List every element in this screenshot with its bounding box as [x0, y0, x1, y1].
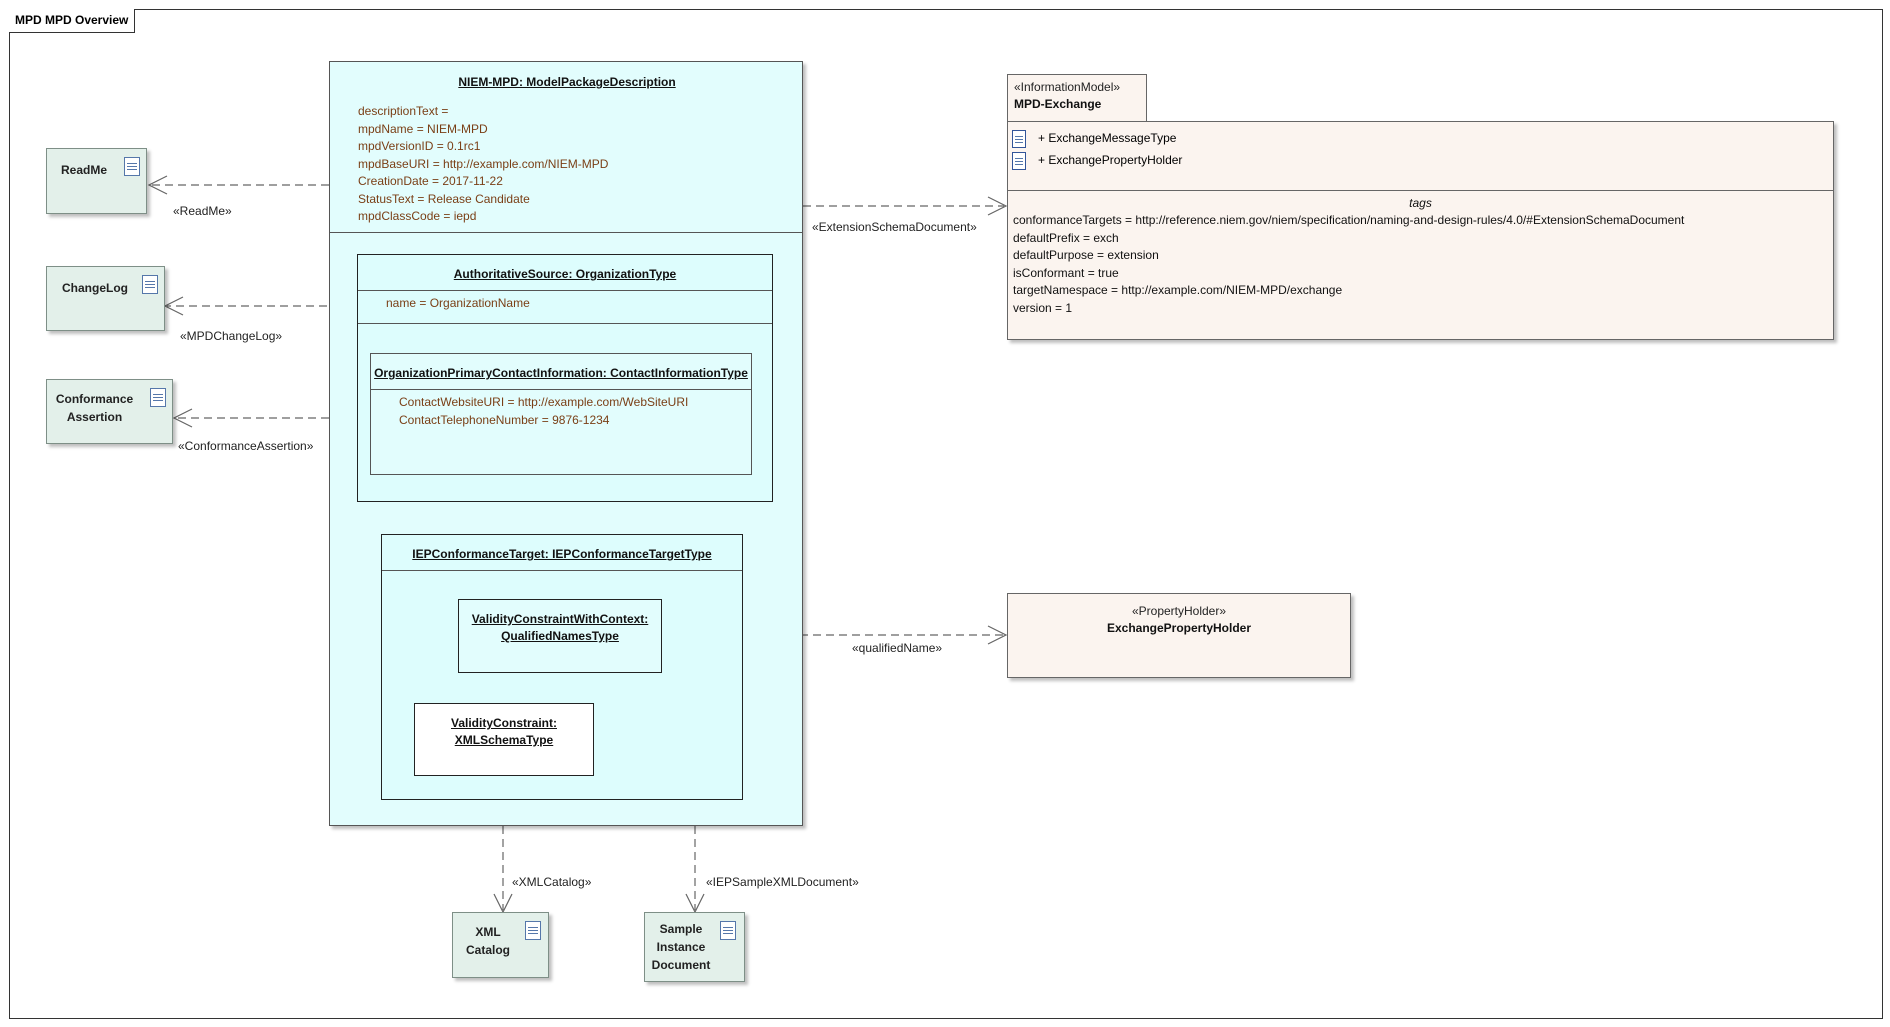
property-holder-name: ExchangePropertyHolder — [1106, 621, 1252, 635]
catalog-relation-label: «XMLCatalog» — [512, 875, 592, 889]
authoritative-source-separator — [358, 323, 772, 324]
sample-label-line3: Document — [651, 958, 711, 972]
mpd-attribute: descriptionText = — [358, 104, 449, 118]
class-icon — [1012, 130, 1026, 148]
contact-attribute: ContactTelephoneNumber = 9876-1234 — [399, 412, 610, 427]
document-icon — [720, 921, 736, 940]
mpd-instance[interactable]: NIEM-MPD: ModelPackageDescription descri… — [329, 61, 803, 826]
authoritative-source-instance[interactable]: AuthoritativeSource: OrganizationType na… — [357, 254, 773, 502]
mpd-attribute: mpdVersionID = 0.1rc1 — [358, 139, 481, 153]
diagram-title: MPD MPD Overview — [9, 9, 136, 33]
diagram-frame — [9, 9, 1883, 1019]
tag-value: version = 1 — [1013, 300, 1073, 315]
conformance-relation-label: «ConformanceAssertion» — [178, 439, 314, 453]
conformance-arrowhead — [172, 408, 193, 428]
changelog-relation-label: «MPDChangeLog» — [180, 329, 283, 343]
information-model-package[interactable]: + ExchangeMessageType + ExchangeProperty… — [1007, 121, 1834, 340]
mpd-attribute: mpdBaseURI = http://example.com/NIEM-MPD — [358, 156, 609, 171]
tag-value: defaultPurpose = extension — [1013, 248, 1159, 262]
tags-header: tags — [1409, 196, 1432, 210]
contact-information-attributes: ContactWebsiteURI = http://example.com/W… — [399, 394, 688, 429]
tag-value: conformanceTargets = http://reference.ni… — [1013, 213, 1685, 227]
xml-catalog-label-line1: XML — [475, 925, 501, 939]
information-model-stereotype: «InformationModel» — [1014, 80, 1121, 94]
iep-conformance-target-separator — [382, 570, 742, 571]
readme-relation-label: «ReadMe» — [173, 204, 232, 218]
conformance-label-line1: Conformance — [55, 392, 134, 406]
readme-arrowhead — [147, 175, 168, 195]
contact-information-title: OrganizationPrimaryContactInformation: C… — [374, 366, 748, 380]
information-model-name: MPD-Exchange — [1014, 97, 1102, 111]
document-icon — [124, 157, 140, 176]
authoritative-source-separator — [358, 290, 772, 291]
information-model-tab[interactable]: «InformationModel» MPD-Exchange — [1007, 74, 1147, 122]
document-icon — [142, 275, 158, 294]
changelog-artifact[interactable]: ChangeLog — [46, 266, 165, 331]
mpd-attribute: mpdClassCode = iepd — [358, 209, 477, 223]
member-label: + ExchangeMessageType — [1038, 131, 1177, 145]
xml-catalog-label-line2: Catalog — [465, 943, 510, 957]
mpd-title: NIEM-MPD: ModelPackageDescription — [458, 75, 676, 89]
document-icon — [525, 921, 541, 940]
validity-context-title-line2: QualifiedNamesType — [501, 629, 619, 643]
tag-value: targetNamespace = http://example.com/NIE… — [1013, 283, 1343, 297]
sample-relation-label: «IEPSampleXMLDocument» — [706, 875, 859, 889]
tag-value: isConformant = true — [1013, 265, 1119, 280]
sample-label-line1: Sample — [659, 922, 703, 936]
mpd-attribute: CreationDate = 2017-11-22 — [358, 174, 503, 188]
readme-artifact[interactable]: ReadMe — [46, 148, 147, 214]
changelog-label: ChangeLog — [62, 281, 128, 295]
mpd-separator — [330, 232, 802, 233]
validity-constraint-title-line2: XMLSchemaType — [454, 733, 554, 747]
qualified-arrowhead — [987, 625, 1008, 645]
authoritative-source-title: AuthoritativeSource: OrganizationType — [453, 267, 677, 281]
iep-conformance-target-instance[interactable]: IEPConformanceTarget: IEPConformanceTarg… — [381, 534, 743, 800]
extension-relation-label: «ExtensionSchemaDocument» — [812, 220, 977, 234]
mpd-attribute: StatusText = Release Candidate — [358, 191, 530, 206]
contact-attribute: ContactWebsiteURI = http://example.com/W… — [399, 395, 689, 409]
xml-catalog-artifact[interactable]: XML Catalog — [452, 912, 549, 978]
changelog-arrowhead — [163, 296, 184, 316]
class-icon — [1012, 152, 1026, 170]
validity-constraint-instance[interactable]: ValidityConstraint: XMLSchemaType — [414, 703, 594, 776]
conformance-label-line2: Assertion — [66, 410, 123, 424]
iep-conformance-target-title: IEPConformanceTarget: IEPConformanceTarg… — [412, 547, 712, 561]
contact-information-instance[interactable]: OrganizationPrimaryContactInformation: C… — [370, 353, 752, 475]
information-model-separator — [1008, 190, 1833, 191]
validity-constraint-with-context-instance[interactable]: ValidityConstraintWithContext: Qualified… — [458, 599, 662, 673]
document-icon — [150, 388, 166, 407]
authoritative-source-attribute: name = OrganizationName — [386, 296, 530, 310]
tag-value: defaultPrefix = exch — [1013, 230, 1119, 245]
sample-label-line2: Instance — [656, 940, 706, 954]
property-holder-stereotype: «PropertyHolder» — [1131, 604, 1227, 618]
exchange-property-holder[interactable]: «PropertyHolder» ExchangePropertyHolder — [1007, 593, 1351, 678]
extension-arrowhead — [987, 196, 1008, 216]
tags-list: conformanceTargets = http://reference.ni… — [1013, 212, 1684, 317]
sample-instance-artifact[interactable]: Sample Instance Document — [644, 912, 745, 982]
mpd-attribute: mpdName = NIEM-MPD — [358, 121, 488, 136]
conformance-assertion-artifact[interactable]: Conformance Assertion — [46, 379, 173, 444]
validity-constraint-title-line1: ValidityConstraint: — [450, 716, 557, 730]
qualified-relation-label: «qualifiedName» — [852, 641, 943, 655]
readme-label: ReadMe — [61, 163, 108, 177]
validity-context-title-line1: ValidityConstraintWithContext: — [471, 612, 649, 626]
mpd-attributes: descriptionText = mpdName = NIEM-MPD mpd… — [358, 103, 608, 226]
member-label: + ExchangePropertyHolder — [1038, 153, 1183, 167]
contact-information-separator — [371, 389, 751, 390]
